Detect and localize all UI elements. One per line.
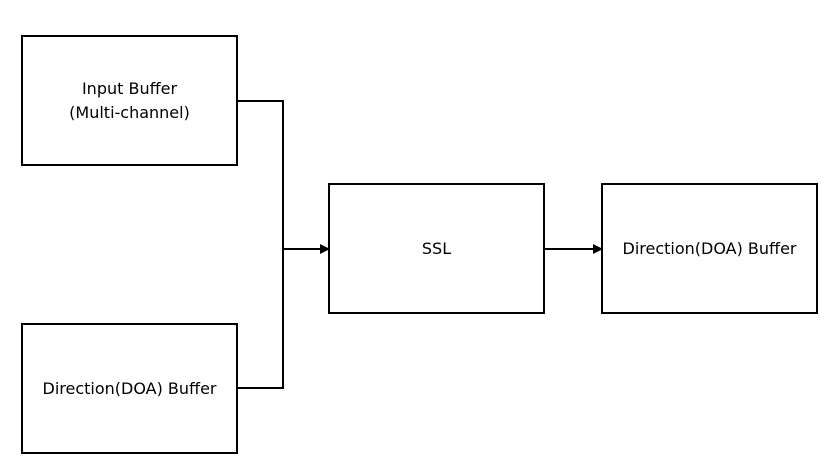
direction-buffer-input-label: Direction(DOA) Buffer bbox=[42, 378, 217, 398]
input-buffer-to-merge-connector bbox=[237, 100, 284, 249]
ssl-label: SSL bbox=[421, 238, 452, 258]
direction-buffer-input-box: Direction(DOA) Buffer bbox=[21, 323, 238, 454]
input-buffer-label: Input Buffer (Multi-channel) bbox=[69, 78, 190, 122]
input-buffer-box: Input Buffer (Multi-channel) bbox=[21, 35, 238, 166]
ssl-box: SSL bbox=[328, 183, 545, 314]
direction-buffer-input-to-merge-connector bbox=[237, 249, 284, 389]
direction-buffer-output-box: Direction(DOA) Buffer bbox=[601, 183, 818, 314]
direction-buffer-output-label: Direction(DOA) Buffer bbox=[622, 238, 797, 258]
